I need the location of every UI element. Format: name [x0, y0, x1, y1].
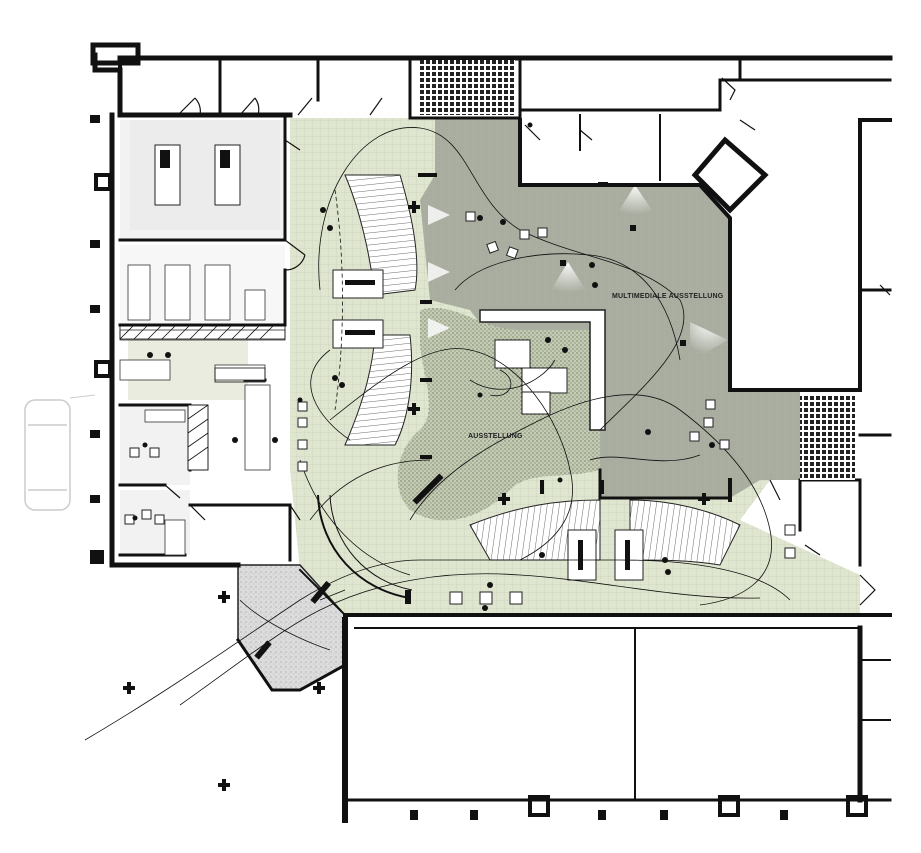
benches — [254, 473, 444, 660]
exhibition-zone-floor — [397, 307, 600, 521]
chairs — [124, 211, 796, 605]
cross-column-icons — [123, 201, 710, 791]
hatched-partitions — [119, 324, 286, 471]
spotlights — [428, 185, 728, 362]
display-case-marks — [160, 150, 630, 570]
car-outline-icon — [24, 394, 96, 511]
floor-grates — [420, 60, 855, 480]
multimedia-zone-floor — [420, 118, 800, 498]
wall-ticks — [420, 182, 686, 494]
door-swings — [164, 77, 891, 606]
label-exhibition: AUSSTELLUNG — [468, 433, 523, 440]
stair-left — [344, 174, 418, 446]
curved-ramp — [317, 189, 413, 599]
label-multimedia-exhibition: MULTIMEDIALE AUSSTELLUNG — [612, 293, 724, 300]
person-figure-icons — [132, 122, 715, 611]
wall-piers — [90, 115, 868, 820]
